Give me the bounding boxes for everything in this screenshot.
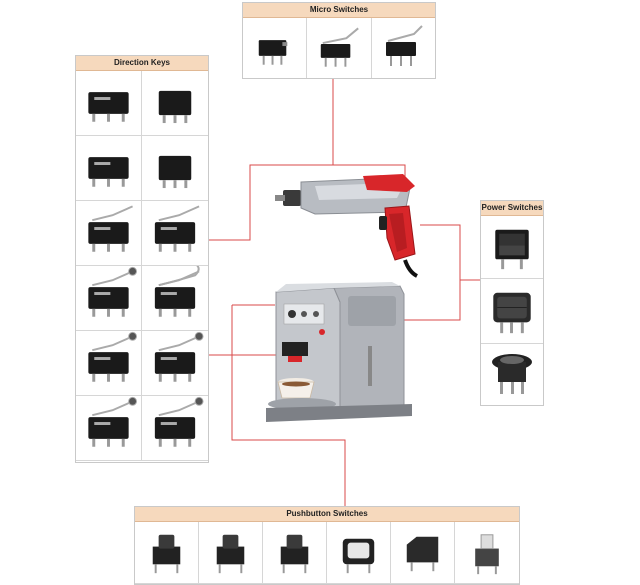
direction-key-cell-2[interactable] (142, 71, 208, 136)
coffee-machine-icon (266, 282, 412, 422)
power-drill-icon (275, 174, 418, 278)
power-switches-header: Power Switches (481, 201, 543, 216)
micro-switch-cell-3[interactable] (372, 18, 435, 78)
roller-lever-micro-switch-icon (154, 396, 204, 447)
small-micro-switch-icon (158, 90, 192, 124)
power-switch-cell-1[interactable] (481, 216, 543, 279)
coffee-machine (262, 282, 414, 430)
direction-key-cell-9[interactable] (76, 331, 142, 396)
direction-key-cell-6[interactable] (142, 201, 208, 266)
connector-direction-top (208, 164, 333, 241)
micro-switches-panel: Micro Switches (242, 2, 436, 79)
direction-key-cell-12[interactable] (142, 396, 208, 461)
micro-switch-icon (258, 40, 288, 65)
large-micro-switch-icon (88, 157, 129, 187)
rocker-switch-icon (493, 292, 531, 334)
pushbutton-switches-panel: Pushbutton Switches (134, 506, 520, 585)
direction-key-cell-10[interactable] (142, 331, 208, 396)
lever-micro-switch-icon (154, 205, 200, 252)
curved-lever-micro-switch-icon (154, 266, 200, 317)
power-switches-panel: Power Switches (480, 200, 544, 406)
pushbutton-switches-header: Pushbutton Switches (135, 507, 519, 522)
pushbutton-switch-cell-6[interactable] (455, 522, 519, 584)
micro-switch-cell-1[interactable] (243, 18, 307, 78)
self-lock-push-switch-icon (475, 534, 499, 575)
lever-micro-switch-icon (88, 205, 133, 252)
tact-switch-icon (216, 534, 245, 574)
power-drill (275, 168, 435, 278)
illuminated-push-switch-icon (342, 538, 375, 574)
micro-switches-header: Micro Switches (243, 3, 435, 18)
pushbutton-switch-cell-5[interactable] (391, 522, 455, 584)
power-switch-cell-2[interactable] (481, 279, 543, 344)
connector-micro (332, 78, 406, 185)
direction-keys-panel: Direction Keys (75, 55, 209, 463)
direction-key-cell-8[interactable] (142, 266, 208, 331)
large-micro-switch-icon (88, 92, 129, 122)
connector-power-bottom (395, 280, 461, 321)
direction-keys-header: Direction Keys (76, 56, 208, 71)
pushbutton-switch-cell-4[interactable] (327, 522, 391, 584)
tact-switch-icon (152, 534, 181, 574)
direction-key-cell-7[interactable] (76, 266, 142, 331)
round-rocker-switch-icon (492, 354, 532, 394)
micro-switch-lever-icon (320, 27, 359, 67)
roller-lever-micro-switch-icon (88, 331, 138, 382)
direction-key-cell-5[interactable] (76, 201, 142, 266)
pushbutton-switch-cell-2[interactable] (199, 522, 263, 584)
small-micro-switch-icon (158, 155, 192, 189)
micro-switch-lever-icon (386, 25, 423, 66)
rocker-switch-icon (495, 229, 529, 270)
micro-switch-cell-2[interactable] (307, 18, 372, 78)
direction-key-cell-3[interactable] (76, 136, 142, 201)
direction-key-cell-4[interactable] (142, 136, 208, 201)
pushbutton-switch-cell-1[interactable] (135, 522, 199, 584)
direction-key-cell-11[interactable] (76, 396, 142, 461)
angled-push-switch-icon (406, 536, 439, 572)
tact-switch-icon (280, 534, 309, 574)
roller-lever-micro-switch-icon (88, 396, 138, 447)
power-switch-cell-3[interactable] (481, 344, 543, 405)
connector-power-top (420, 224, 480, 281)
direction-key-cell-1[interactable] (76, 71, 142, 136)
roller-micro-switch-icon (88, 266, 138, 317)
pushbutton-switch-cell-3[interactable] (263, 522, 327, 584)
connector-pushbutton (231, 305, 346, 507)
roller-lever-micro-switch-icon (154, 331, 204, 382)
